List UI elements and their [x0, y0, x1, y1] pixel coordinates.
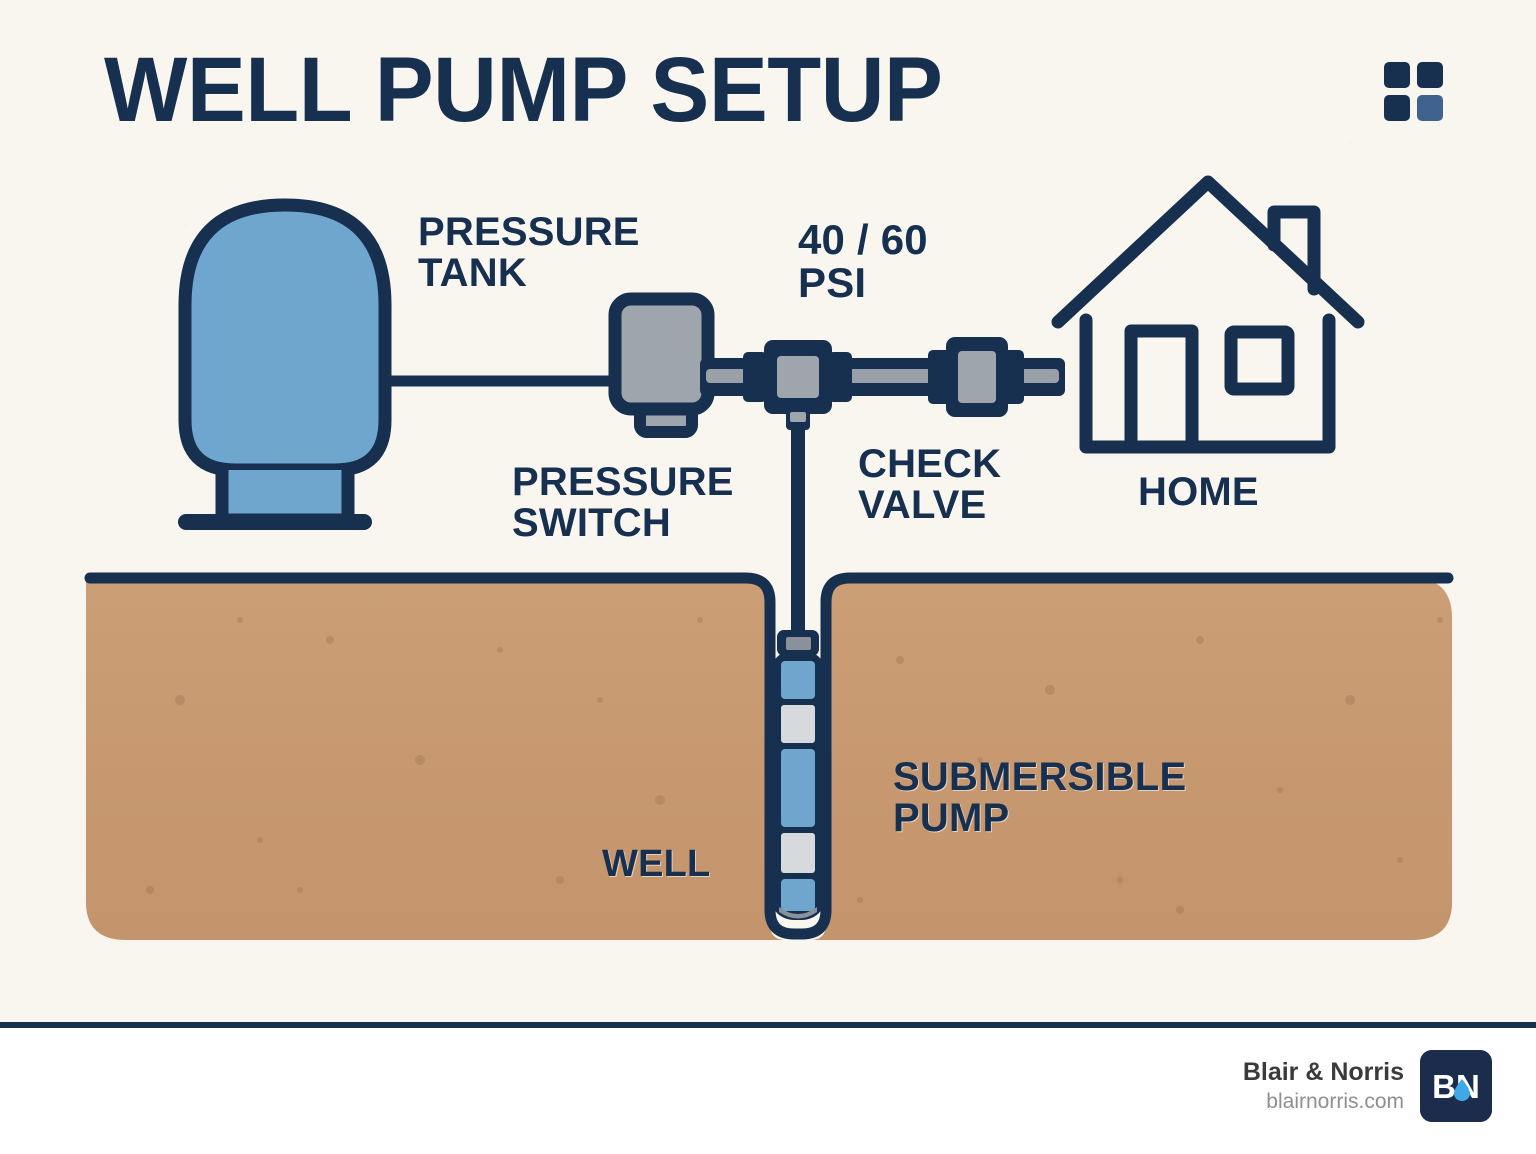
label-submersible-pump: SUBMERSIBLE PUMP: [893, 755, 1187, 841]
bn-logo-svg: BN: [1420, 1050, 1492, 1122]
page-title: WELL PUMP SETUP: [104, 39, 943, 141]
footer-bar: Blair & Norris blairnorris.com BN: [0, 1022, 1536, 1154]
label-well: WELL: [602, 843, 711, 885]
water-droplet-icon: [1454, 1079, 1470, 1101]
label-home: HOME: [1138, 470, 1259, 514]
logo-square-top-left: [1384, 62, 1410, 88]
well-pump-diagram: [84, 175, 1454, 940]
logo-square-bottom-left: [1384, 95, 1410, 121]
diagram-canvas: WELL PUMP SETUP PRESSURE TANK 40 / 60 PS…: [0, 0, 1536, 1022]
ground-line: [84, 572, 1454, 940]
bn-monogram-text: BN: [1432, 1068, 1480, 1105]
footer-branding: Blair & Norris blairnorris.com BN: [1243, 1050, 1492, 1122]
soil-speckles: [146, 617, 1443, 914]
submersible-pump: [770, 630, 826, 920]
label-psi-setting: 40 / 60 PSI: [798, 216, 928, 307]
pressure-tank: [178, 198, 628, 530]
label-pressure-switch: PRESSURE SWITCH: [512, 460, 734, 546]
pressure-switch: [608, 292, 715, 438]
home-house: [1051, 175, 1365, 454]
logo-square-top-right: [1417, 62, 1443, 88]
logo-square-bottom-right: [1417, 95, 1443, 121]
footer-brand-name: Blair & Norris: [1242, 1057, 1404, 1086]
tee-fitting: [743, 340, 852, 642]
footer-text-block: Blair & Norris blairnorris.com: [1243, 1057, 1404, 1116]
label-check-valve: CHECK VALVE: [858, 442, 1002, 528]
four-square-logo: [1384, 62, 1444, 122]
label-pressure-tank: PRESSURE TANK: [418, 210, 640, 296]
footer-website-url: blairnorris.com: [1266, 1089, 1404, 1113]
bn-logo-badge: BN: [1420, 1050, 1492, 1122]
check-valve: [928, 337, 1024, 417]
